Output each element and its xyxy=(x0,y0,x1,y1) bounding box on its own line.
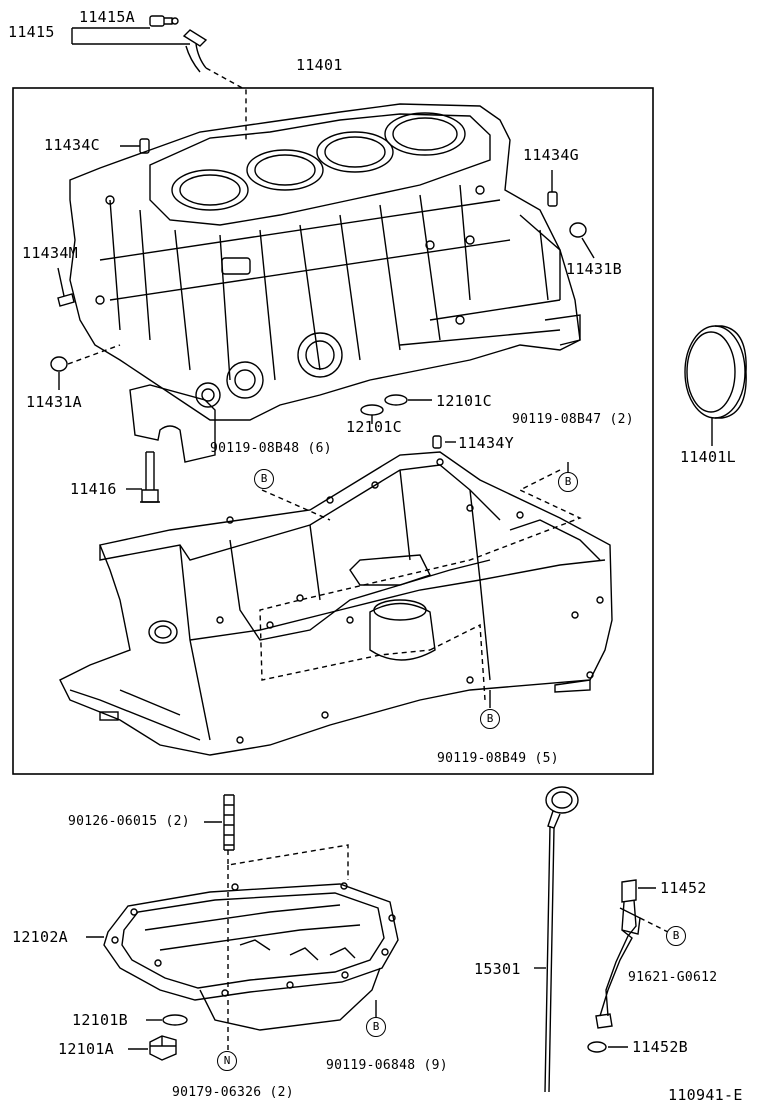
label-90179-06326: 90179-06326 (2) xyxy=(172,1085,294,1100)
label-11452b: 11452B xyxy=(632,1038,688,1056)
label-12101a: 12101A xyxy=(58,1040,114,1058)
callout-b-08b48: B xyxy=(254,469,274,489)
callout-b-08b49: B xyxy=(480,709,500,729)
label-11431b: 11431B xyxy=(566,260,622,278)
bearing-cap-drawing xyxy=(129,384,216,463)
label-90119-08b47: 90119-08B47 (2) xyxy=(512,412,634,427)
block-assembly-frame xyxy=(12,87,654,775)
callout-b-06848: B xyxy=(366,1017,386,1037)
crankcase-bolt-guides xyxy=(259,469,582,701)
label-15301: 15301 xyxy=(474,960,521,978)
gasket-12101b-drawing xyxy=(162,1014,188,1026)
label-90119-06848: 90119-06848 (9) xyxy=(326,1058,448,1073)
label-11434c: 11434C xyxy=(44,136,100,154)
fitting-11415a-drawing xyxy=(149,15,179,27)
label-11431a: 11431A xyxy=(26,393,82,411)
label-12101c-bottom: 12101C xyxy=(346,418,402,436)
pin-11434g-drawing xyxy=(547,191,558,207)
bolt-11416-drawing xyxy=(140,451,160,503)
label-11401l: 11401L xyxy=(680,448,736,466)
label-12101b: 12101B xyxy=(72,1011,128,1029)
plug-11431a-drawing xyxy=(50,356,68,372)
leader-11434m xyxy=(57,267,65,297)
oil-pan-drawing xyxy=(103,882,399,1031)
label-12101c-top: 12101C xyxy=(436,392,492,410)
oil-seal-11401l-drawing xyxy=(684,325,747,419)
label-11416: 11416 xyxy=(70,480,117,498)
cylinder-block-drawing xyxy=(69,103,581,421)
label-90126-06015: 90126-06015 (2) xyxy=(68,814,190,829)
pin-11434y-drawing xyxy=(432,435,442,449)
leader-b-91621 xyxy=(639,917,669,933)
drain-plug-12101a-drawing xyxy=(149,1035,177,1061)
stud-90126-drawing xyxy=(223,794,235,851)
oil-pan-bolt-guides xyxy=(227,844,349,1050)
pipe-11415-drawing xyxy=(182,29,208,73)
callout-b-08b47: B xyxy=(558,472,578,492)
label-90119-08b48: 90119-08B48 (6) xyxy=(210,441,332,456)
oring-11452b-drawing xyxy=(587,1041,607,1053)
label-11434m: 11434M xyxy=(22,244,78,262)
leader-11415 xyxy=(205,67,247,140)
oring-12101c-a-drawing xyxy=(384,394,408,406)
diagram-id: 110941-E xyxy=(668,1086,743,1104)
leader-11431a-dashed xyxy=(67,344,121,365)
label-91621-g0612: 91621-G0612 xyxy=(628,970,718,985)
dipstick-15301-drawing xyxy=(544,786,579,1093)
callout-b-91621: B xyxy=(666,926,686,946)
dipstick-guide-11452-drawing xyxy=(595,879,641,1029)
label-11452: 11452 xyxy=(660,879,707,897)
lower-crankcase-drawing xyxy=(59,451,613,756)
leader-11431b xyxy=(581,237,595,259)
label-90119-08b49: 90119-08B49 (5) xyxy=(437,751,559,766)
label-11434g: 11434G xyxy=(523,146,579,164)
label-11415: 11415 xyxy=(8,23,55,41)
oring-12101c-b-drawing xyxy=(360,404,384,416)
label-11401: 11401 xyxy=(296,56,343,74)
callout-n-06326: N xyxy=(217,1051,237,1071)
bracket-11415 xyxy=(71,27,190,45)
pin-11434m-drawing xyxy=(57,293,75,307)
plug-11431b-drawing xyxy=(569,222,587,238)
label-11434y: 11434Y xyxy=(458,434,514,452)
label-11415a: 11415A xyxy=(79,8,135,26)
label-12102a: 12102A xyxy=(12,928,68,946)
